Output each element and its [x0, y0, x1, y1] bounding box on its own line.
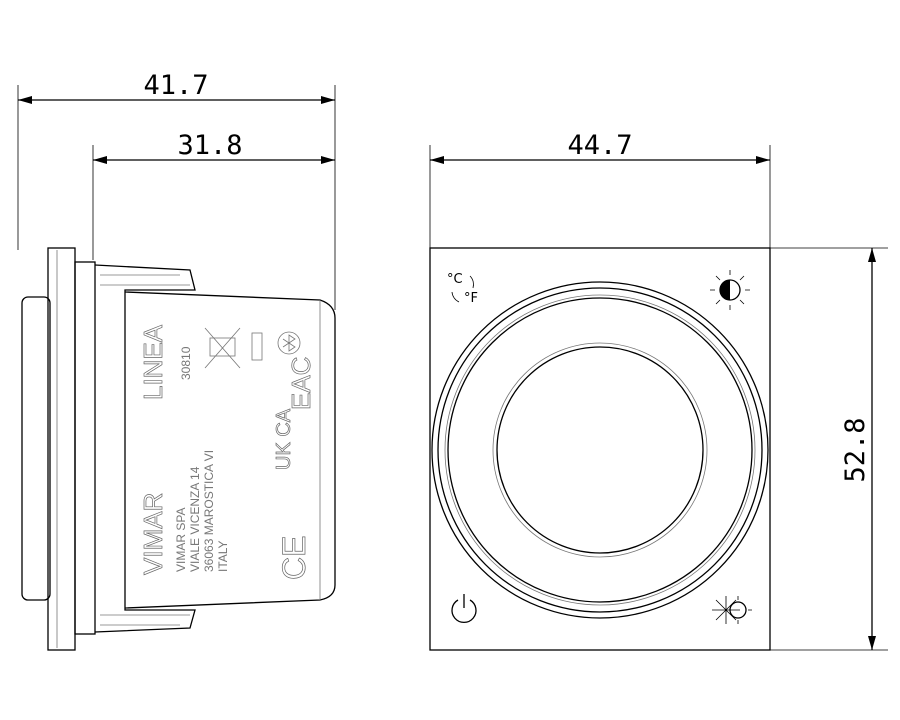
dimension-body-depth: 31.8	[92, 130, 335, 260]
dimension-front-height: 52.8	[770, 247, 888, 651]
address-line: ITALY	[216, 540, 230, 572]
dimension-total-depth: 41.7	[17, 70, 336, 310]
address-line: VIALE VICENZA 14	[188, 466, 202, 572]
series-logo: LINEA	[138, 324, 168, 400]
dimension-label: 31.8	[177, 130, 242, 161]
brand-logo: VIMAR	[138, 493, 168, 575]
celsius-label: °C	[447, 272, 463, 287]
brightness-icon	[710, 270, 750, 310]
temperature-unit-icon: °C °F	[447, 272, 478, 306]
ce-mark: CE	[276, 536, 312, 580]
ukca-mark: UK CA	[273, 408, 295, 470]
dimension-label: 44.7	[567, 130, 632, 161]
product-code: 30810	[179, 346, 193, 380]
dimension-label: 52.8	[840, 417, 871, 482]
bluetooth-icon	[277, 331, 301, 355]
dimension-label: 41.7	[143, 70, 208, 101]
eac-mark: EAC	[286, 357, 316, 410]
side-view: VIMAR LINEA 30810 VIMAR SPA VIALE VICENZ…	[21, 247, 336, 651]
weee-bin-icon	[204, 327, 241, 369]
address-line: VIMAR SPA	[174, 508, 188, 572]
front-view: °C °F	[429, 247, 771, 651]
product-label: VIMAR LINEA 30810 VIMAR SPA VIALE VICENZ…	[138, 324, 317, 581]
bar-mark	[251, 332, 263, 361]
power-icon	[451, 594, 477, 624]
address-line: 36063 MAROSTICA VI	[202, 450, 216, 572]
fahrenheit-label: °F	[464, 291, 478, 306]
heat-cool-icon	[712, 596, 752, 624]
dimension-front-width: 44.7	[429, 130, 771, 250]
